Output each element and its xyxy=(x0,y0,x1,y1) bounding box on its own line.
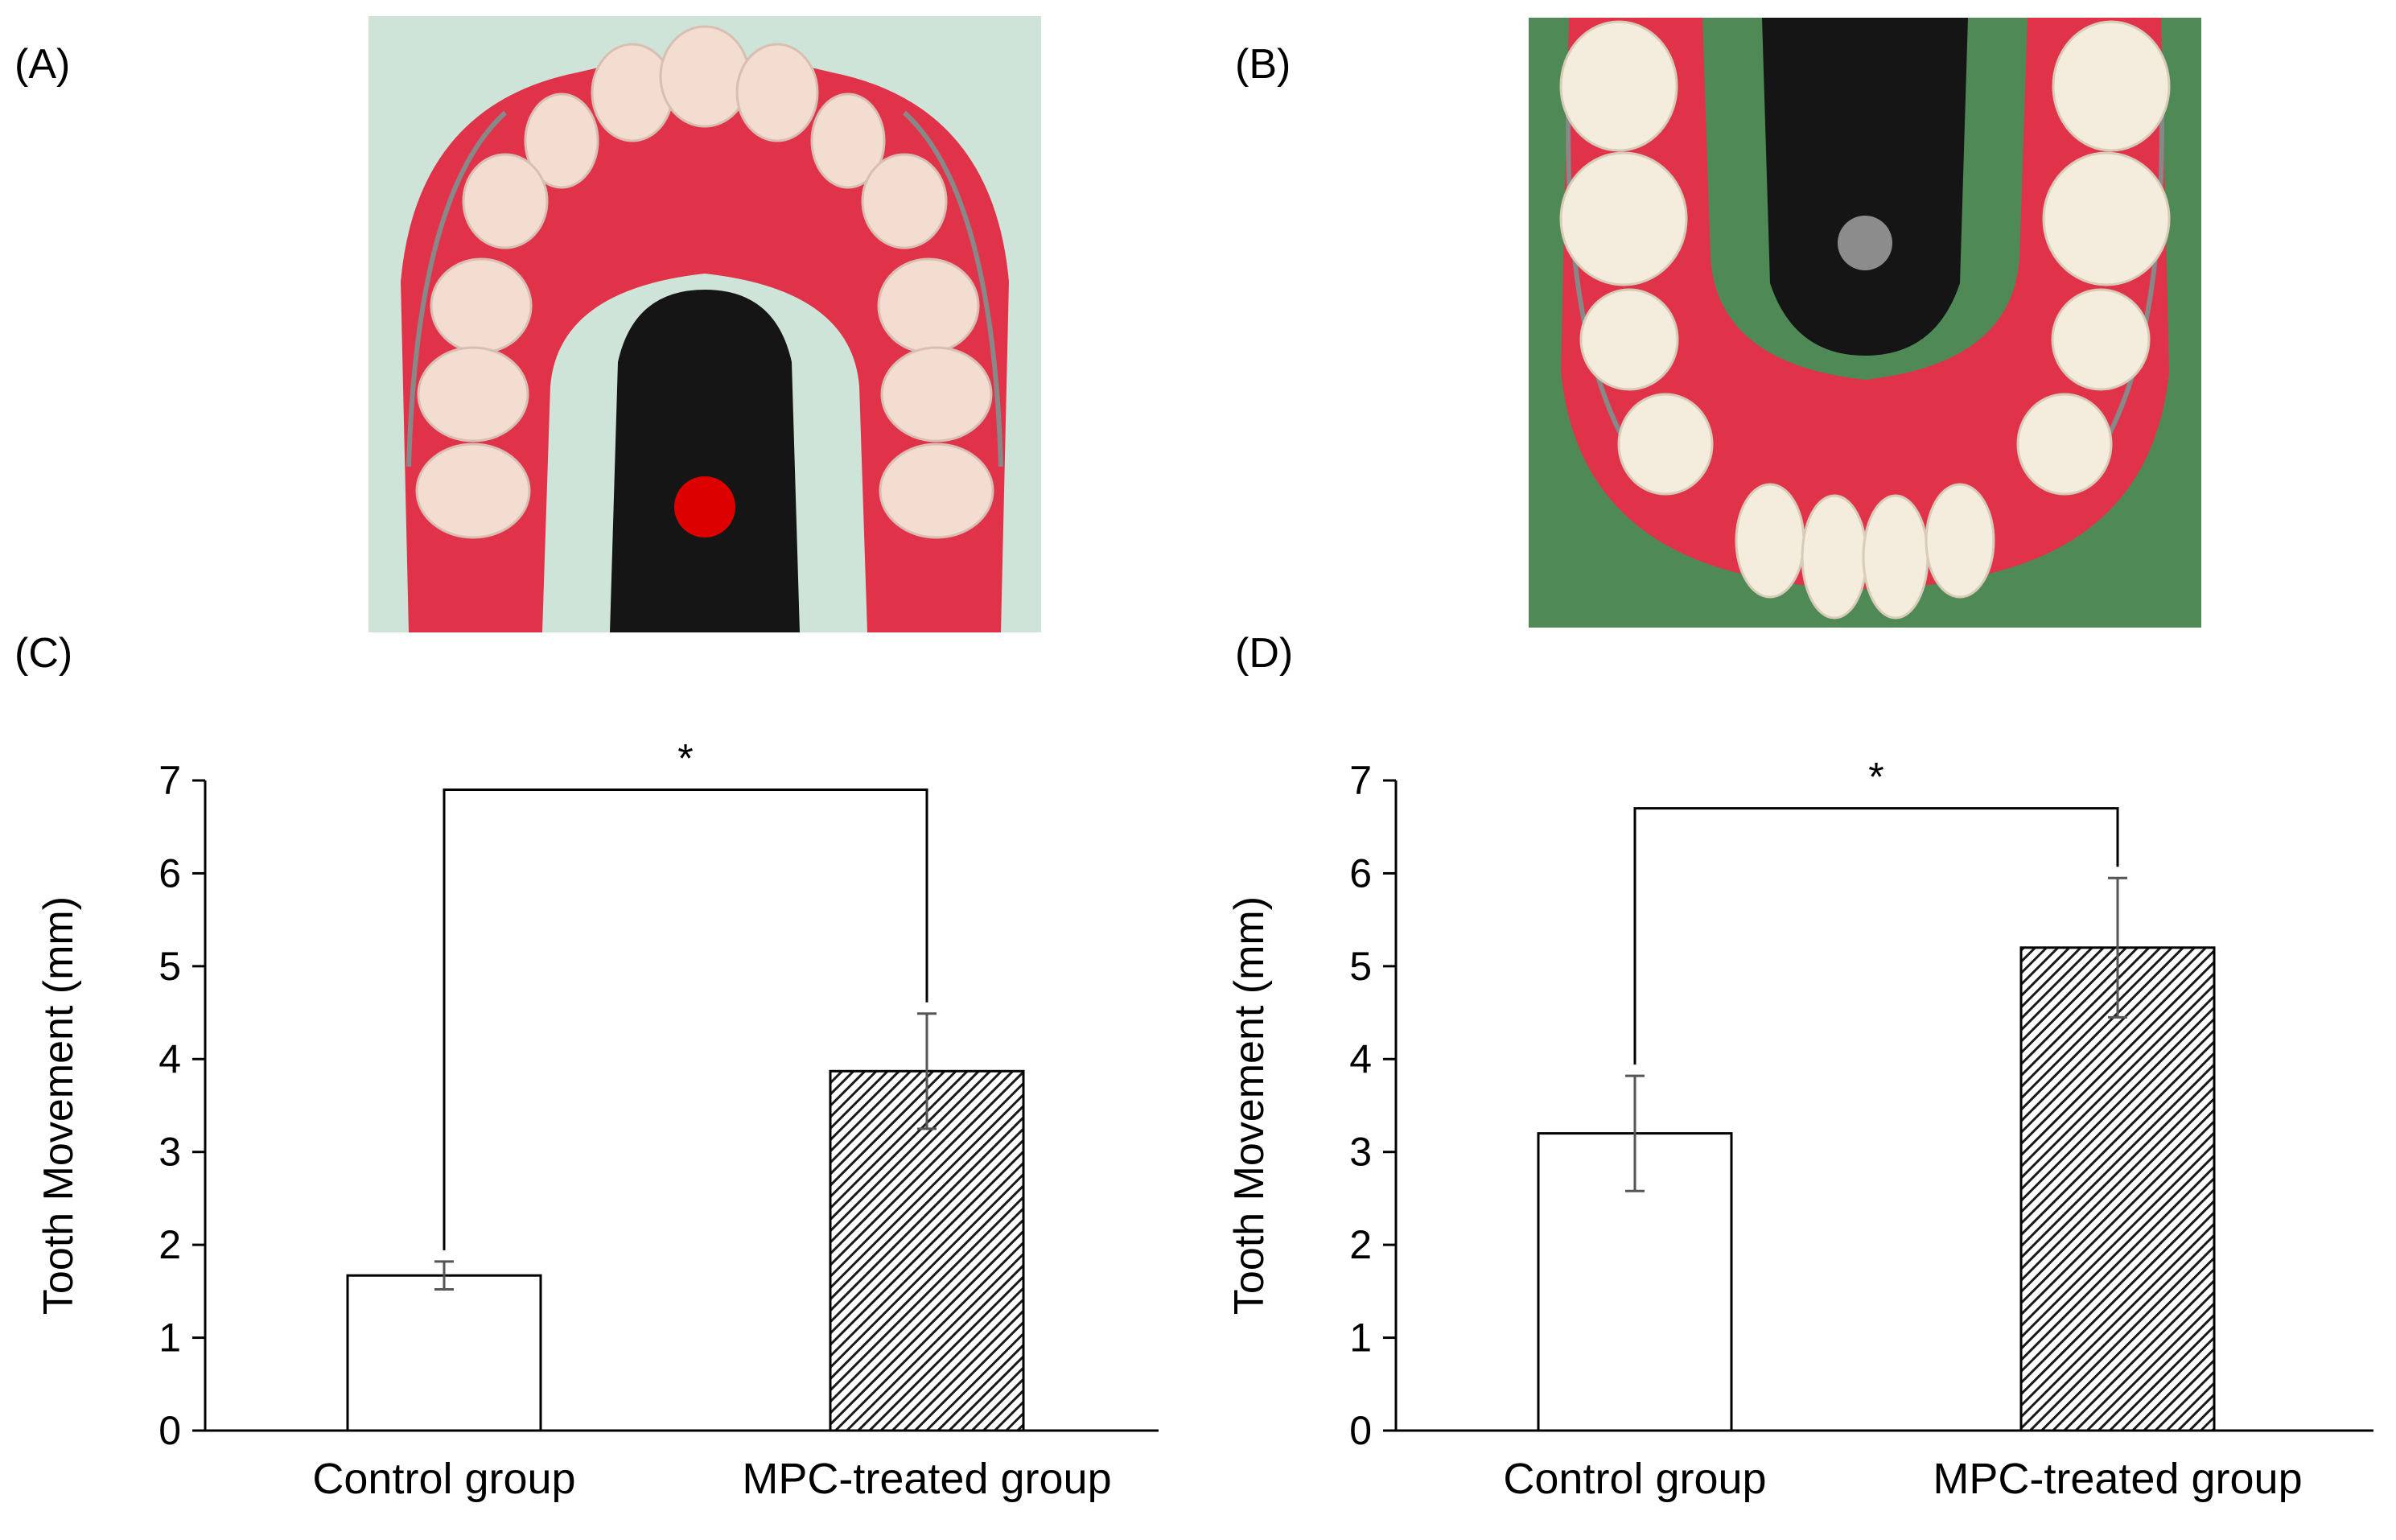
dental-model-drawing-a xyxy=(368,16,1041,632)
x-category-label: MPC-treated group xyxy=(1933,1455,2302,1503)
y-tick-label: 4 xyxy=(1349,1036,1372,1081)
y-tick-label: 7 xyxy=(1349,758,1372,803)
y-tick-label: 0 xyxy=(1349,1408,1372,1453)
y-tick-label: 3 xyxy=(1349,1130,1372,1175)
dental-model-drawing-b xyxy=(1529,18,2201,628)
red-marker xyxy=(674,476,735,537)
dental-model-photo-b xyxy=(1529,18,2201,628)
significance-bracket xyxy=(443,789,928,1250)
gum-arch xyxy=(401,56,1009,632)
y-axis-label: Tooth Movement (mm) xyxy=(1226,896,1273,1315)
y-tick-label: 6 xyxy=(158,850,181,896)
bar xyxy=(346,1274,542,1432)
bar xyxy=(829,1069,1025,1432)
black-tray xyxy=(610,290,800,632)
teeth-upper xyxy=(415,25,994,539)
y-tick-label: 2 xyxy=(158,1222,181,1267)
right-wire xyxy=(902,110,1003,467)
y-tick-label: 3 xyxy=(158,1130,181,1175)
y-tick-label: 5 xyxy=(158,944,181,989)
teeth-lower xyxy=(1559,20,2171,620)
y-tick-label: 1 xyxy=(158,1316,181,1361)
bar xyxy=(2019,946,2216,1432)
y-axis-label: Tooth Movement (mm) xyxy=(35,896,82,1315)
x-category-label: MPC-treated group xyxy=(742,1455,1111,1503)
y-tick-label: 1 xyxy=(1349,1316,1372,1361)
panel-label-c: (C) xyxy=(14,630,73,677)
panel-label-b: (B) xyxy=(1235,41,1291,88)
grey-marker xyxy=(1838,216,1892,270)
y-tick-label: 5 xyxy=(1349,944,1372,989)
x-category-label: Control group xyxy=(1503,1455,1766,1503)
x-category-label: Control group xyxy=(312,1455,575,1503)
significance-marker: * xyxy=(677,736,693,781)
y-tick-label: 6 xyxy=(1349,850,1372,896)
y-tick-label: 4 xyxy=(158,1036,181,1081)
significance-marker: * xyxy=(1868,755,1883,800)
black-tray xyxy=(1762,18,1968,356)
y-tick-label: 0 xyxy=(158,1408,181,1453)
y-tick-label: 2 xyxy=(1349,1222,1372,1267)
panel-label-d: (D) xyxy=(1235,630,1294,677)
left-wire xyxy=(406,110,508,467)
y-tick-label: 7 xyxy=(158,758,181,803)
significance-bracket xyxy=(1633,807,2119,1065)
dental-model-photo-a xyxy=(368,16,1041,632)
panel-label-a: (A) xyxy=(14,41,71,88)
